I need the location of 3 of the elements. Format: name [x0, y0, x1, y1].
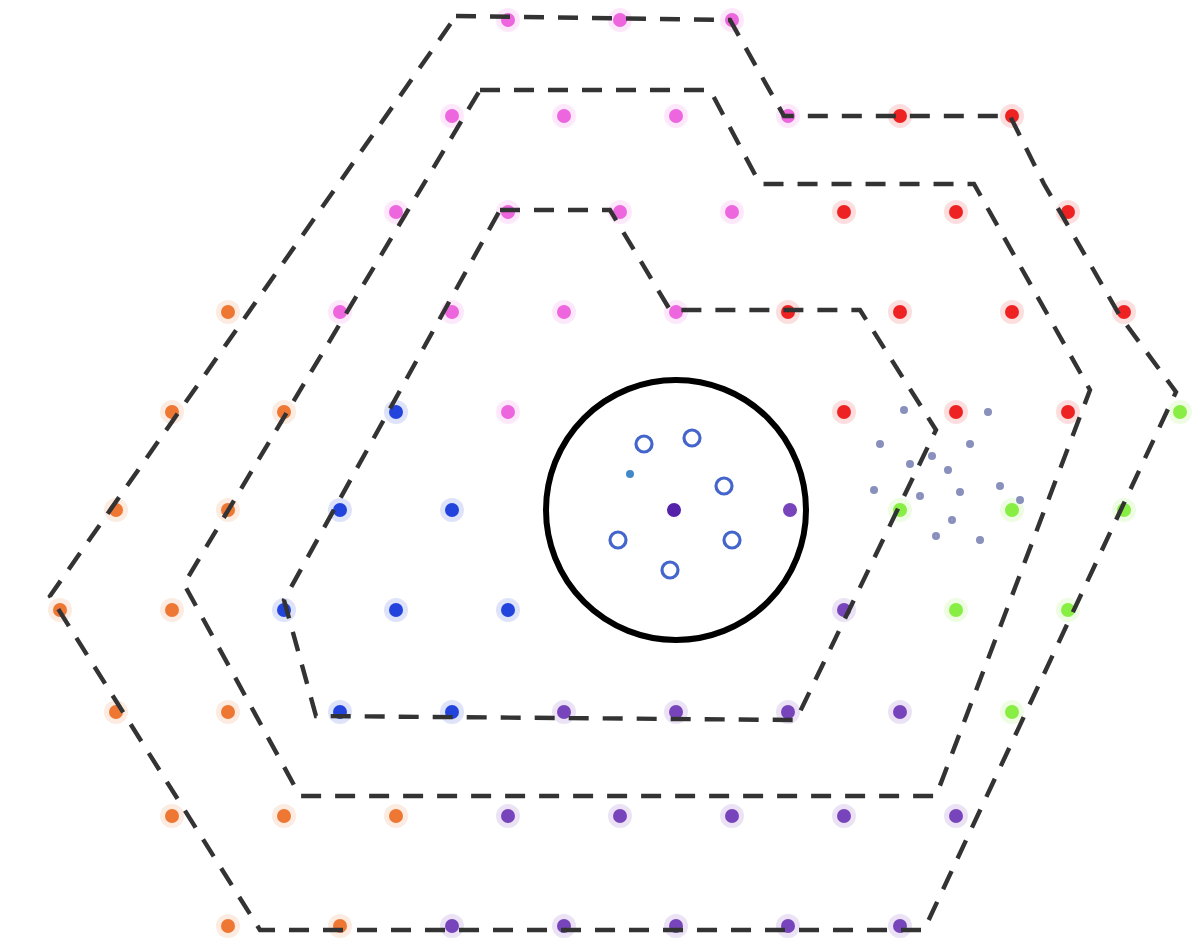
- dashed-region-outline: [280, 206, 940, 724]
- circle-outline: [542, 376, 810, 644]
- dashed-region-outline: [180, 86, 1094, 800]
